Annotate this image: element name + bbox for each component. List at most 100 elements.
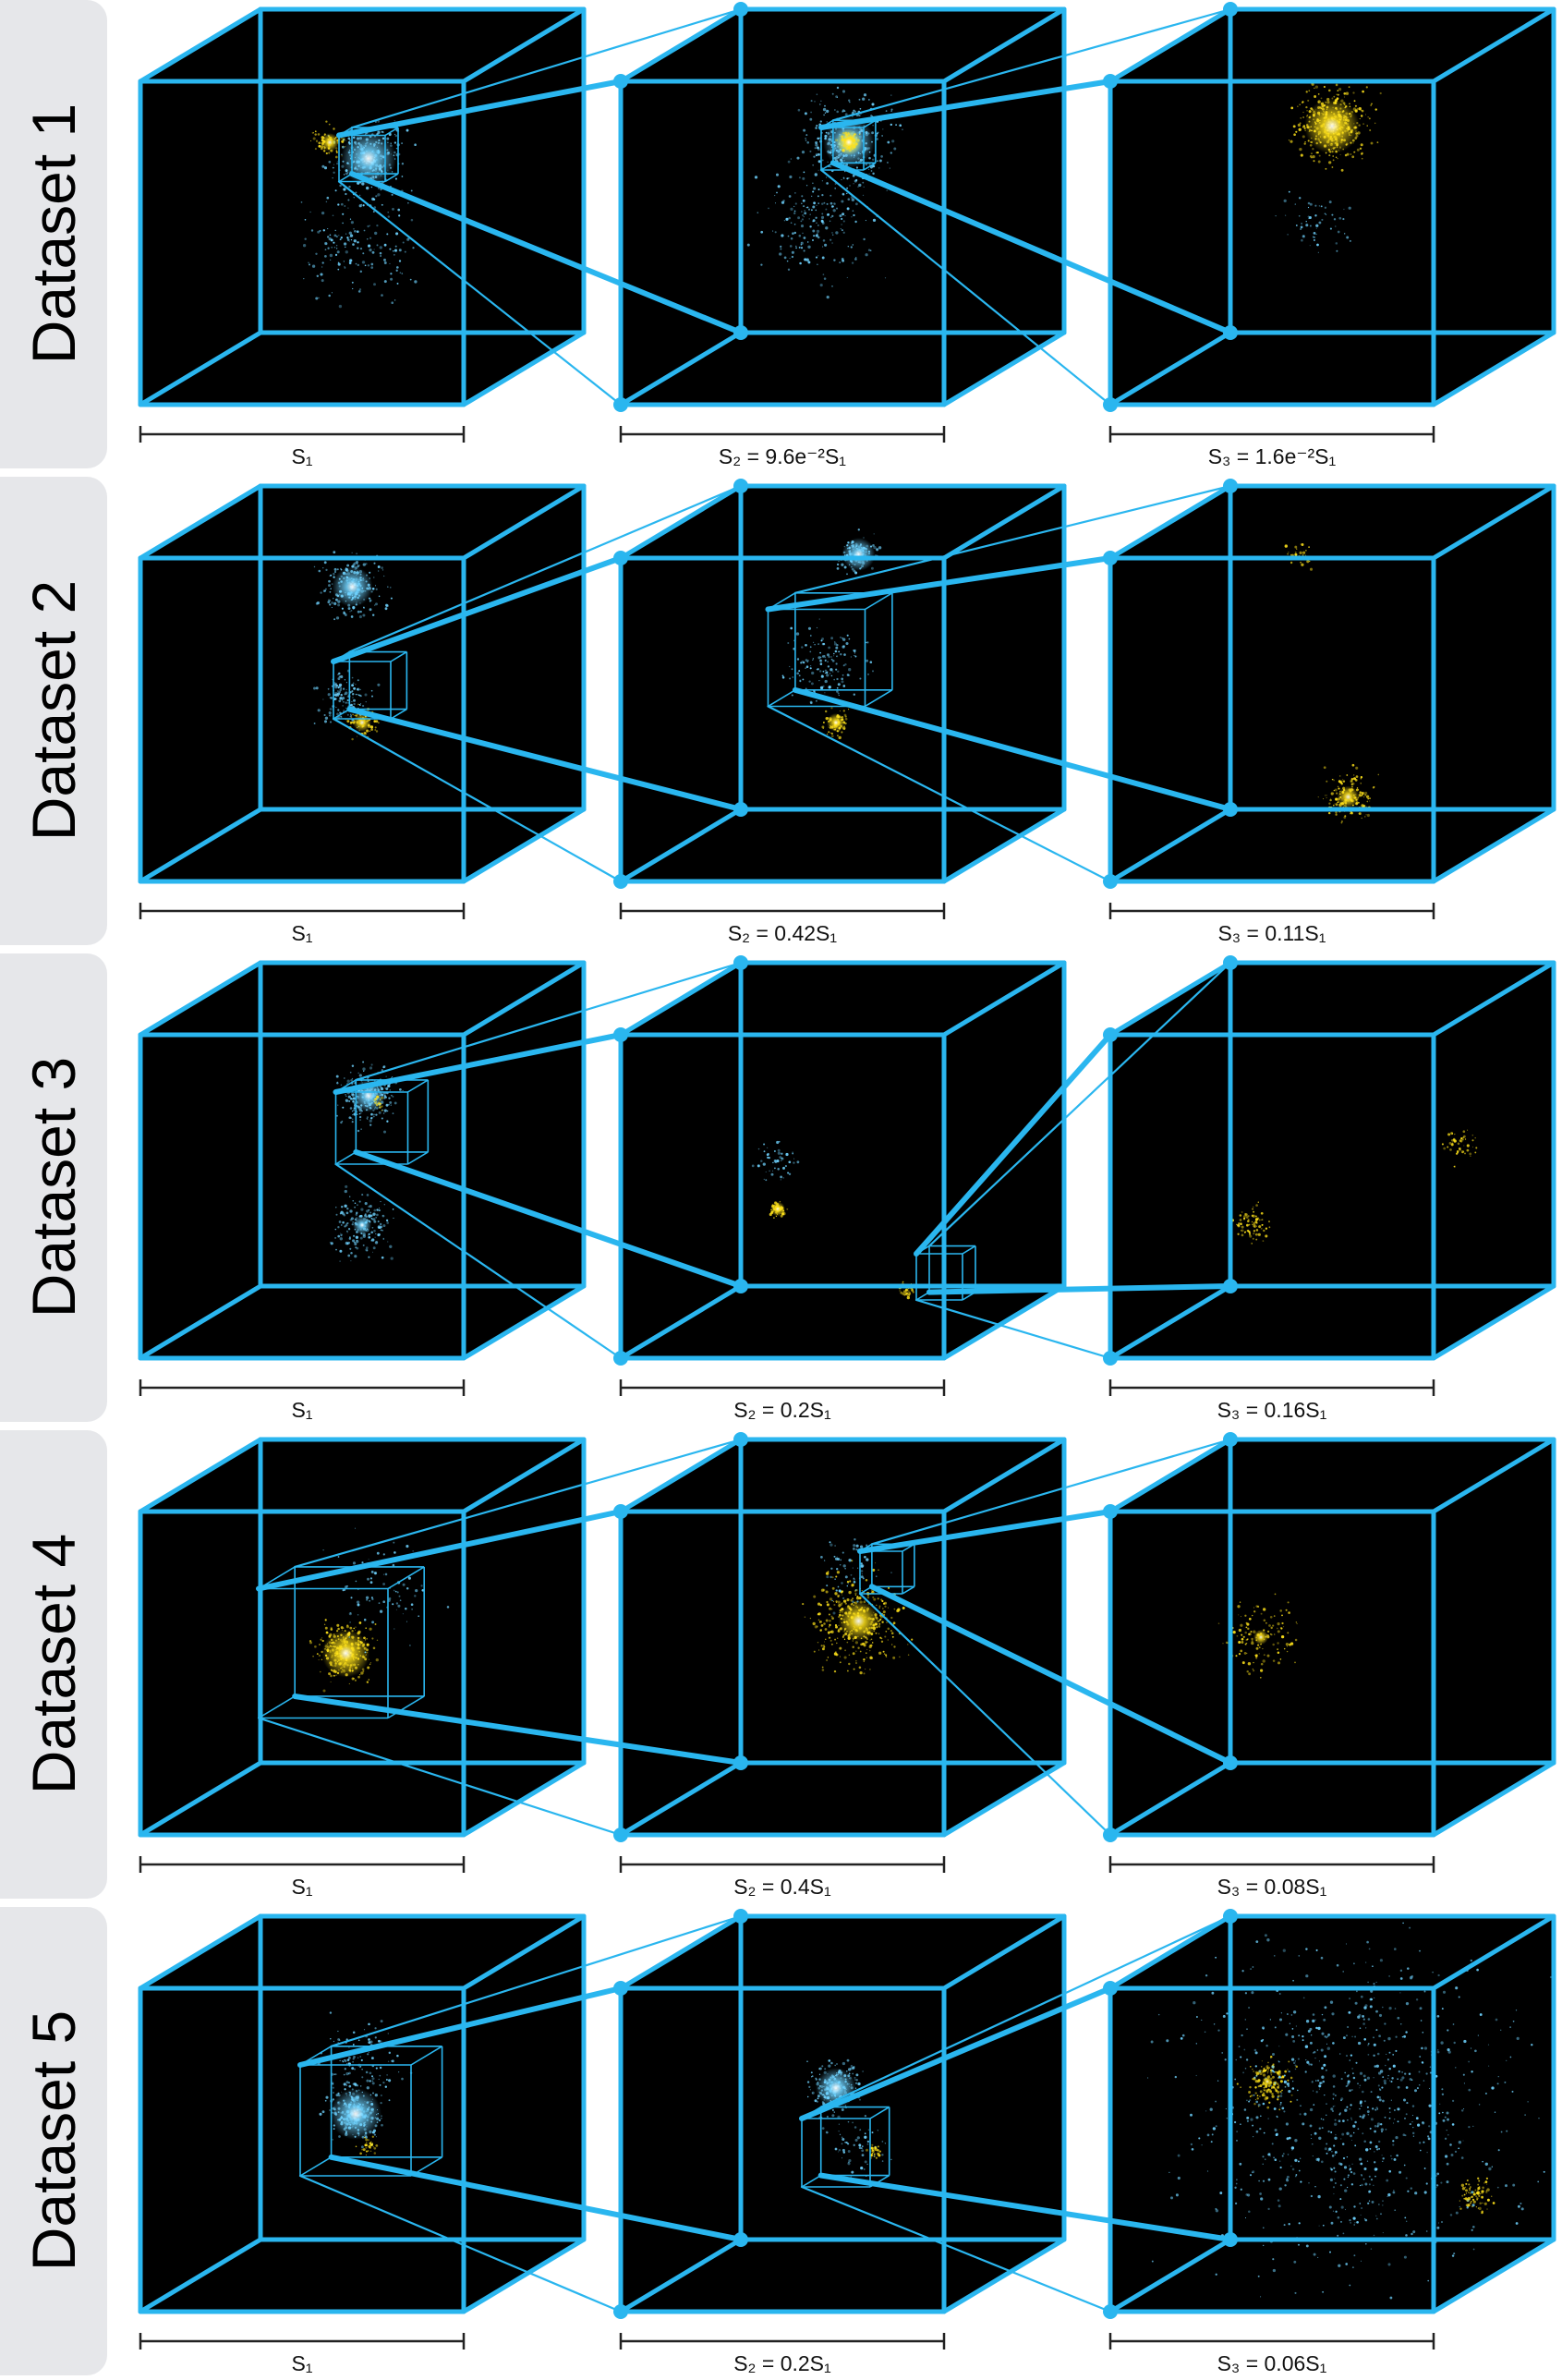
zoom-projection-r1-c2 xyxy=(818,2,1238,412)
projection-anchor-dot xyxy=(1223,479,1238,493)
projection-anchor-dot xyxy=(733,479,748,493)
cube-background xyxy=(140,963,584,1358)
projection-line xyxy=(348,484,743,653)
projection-anchor-dot xyxy=(733,1909,748,1924)
cube-background xyxy=(1110,963,1554,1358)
projection-line xyxy=(857,1509,1113,1554)
projection-anchor-dot xyxy=(733,955,748,970)
scale-label-c3: S₃ = 1.6e⁻²S₁ xyxy=(1208,444,1337,468)
bright-core xyxy=(842,538,876,571)
scale-bar: S₂ = 0.42S₁ xyxy=(619,903,946,945)
projection-line xyxy=(355,961,743,1081)
projection-line xyxy=(817,2172,1233,2242)
projection-anchor-dot xyxy=(733,1279,748,1293)
projection-anchor-dot xyxy=(733,2232,748,2247)
projection-line xyxy=(914,1298,1112,1360)
scale-label-c2: S₂ = 0.2S₁ xyxy=(733,2351,831,2375)
projection-line xyxy=(331,555,624,664)
scale-bar: S₃ = 0.06S₁ xyxy=(1108,2333,1435,2375)
row-tab-3: Dataset 3 xyxy=(0,953,107,1422)
cube-edge xyxy=(941,2237,1067,2314)
projection-line xyxy=(799,1985,1113,2121)
projection-line xyxy=(353,1148,744,1289)
scale-bar: S₃ = 0.16S₁ xyxy=(1108,1379,1435,1422)
projection-line xyxy=(858,1592,1112,1837)
projection-line xyxy=(297,1985,624,2068)
zoom-projection-r4-c1 xyxy=(256,1432,748,1842)
projection-anchor-dot xyxy=(1223,325,1238,340)
cube-edge xyxy=(618,960,744,1038)
projection-anchor-dot xyxy=(1223,2,1238,17)
scale-bar: S₂ = 9.6e⁻²S₁ xyxy=(619,426,946,468)
zoom-projection-r4-c2 xyxy=(857,1432,1238,1842)
projection-anchor-dot xyxy=(1223,1909,1238,1924)
projection-anchor-dot xyxy=(1223,1432,1238,1447)
bright-core xyxy=(330,2088,381,2140)
bright-core xyxy=(770,1201,785,1217)
projection-anchor-dot xyxy=(1103,1351,1118,1366)
cube-edge xyxy=(461,1760,587,1838)
cube-panel-r5-c1: S₁ xyxy=(138,1913,587,2375)
scale-label-c2: S₂ = 9.6e⁻²S₁ xyxy=(719,444,846,468)
cube-edge xyxy=(618,6,744,84)
cube-edge xyxy=(461,1283,587,1361)
projection-line xyxy=(256,1509,624,1592)
particle-cloud xyxy=(317,2011,413,2155)
zoom-projection-r5-c2 xyxy=(799,1909,1238,2319)
projection-anchor-dot xyxy=(1103,2304,1118,2319)
cube-edge xyxy=(1108,1283,1233,1361)
projection-anchor-dot xyxy=(613,74,628,89)
cube-edge xyxy=(138,6,263,84)
projection-line xyxy=(298,2174,623,2313)
cube-edge xyxy=(461,807,587,884)
cube-panel-r3-c2: S₂ = 0.2S₁ xyxy=(618,960,1067,1422)
projection-anchor-dot xyxy=(613,874,628,889)
cube-edge xyxy=(138,2237,263,2314)
cube-panel-r2-c2: S₂ = 0.42S₁ xyxy=(618,483,1067,945)
scale-label-c3: S₃ = 0.16S₁ xyxy=(1217,1398,1327,1422)
particle-cloud xyxy=(1147,1922,1553,2300)
projection-line xyxy=(346,706,744,812)
cube-edge xyxy=(1108,1760,1233,1838)
cube-edge xyxy=(461,330,587,407)
cube-edge xyxy=(1431,1913,1556,1991)
cube-edge xyxy=(138,1913,263,1991)
cube-edge xyxy=(1431,1283,1556,1361)
projection-anchor-dot xyxy=(1103,874,1118,889)
cube-edge xyxy=(138,1437,263,1514)
cube-panel-r2-c1: S₁ xyxy=(138,483,587,945)
particle-cloud xyxy=(309,1527,450,1693)
bright-core xyxy=(353,1216,371,1234)
cube-edge xyxy=(1431,6,1556,84)
projection-anchor-dot xyxy=(733,2,748,17)
cube-panel-r5-c2: S₂ = 0.2S₁ xyxy=(618,1913,1067,2375)
scale-label-c1: S₁ xyxy=(291,921,312,945)
cube-panel-r2-c3: S₃ = 0.11S₁ xyxy=(1108,483,1556,945)
cube-edge xyxy=(1108,960,1233,1038)
scale-label-c3: S₃ = 0.11S₁ xyxy=(1217,921,1326,945)
cube-edge xyxy=(138,330,263,407)
projection-line xyxy=(926,1283,1233,1295)
zoom-projection-r3-c2 xyxy=(914,955,1238,1366)
bright-core xyxy=(321,1629,370,1678)
scale-bar: S₂ = 0.2S₁ xyxy=(619,2333,946,2375)
cube-edge xyxy=(1431,483,1556,561)
cube-edge xyxy=(1108,6,1233,84)
cube-edge xyxy=(1108,1437,1233,1514)
projection-anchor-dot xyxy=(1223,955,1238,970)
scale-label-c1: S₁ xyxy=(291,2351,312,2375)
projection-line xyxy=(792,686,1233,812)
projection-anchor-dot xyxy=(613,2304,628,2319)
cube-edge xyxy=(461,1437,587,1514)
cube-background xyxy=(140,9,584,405)
projection-anchor-dot xyxy=(613,1828,628,1842)
projection-anchor-dot xyxy=(733,802,748,817)
scale-bar: S₂ = 0.2S₁ xyxy=(619,1379,946,1422)
cube-background xyxy=(1110,1916,1554,2312)
scale-label-c1: S₁ xyxy=(291,1875,312,1899)
projection-anchor-dot xyxy=(1103,397,1118,412)
cube-edge xyxy=(618,1437,744,1514)
cube-edge xyxy=(941,807,1067,884)
projection-line xyxy=(337,180,623,407)
row-tab-2: Dataset 2 xyxy=(0,477,107,945)
